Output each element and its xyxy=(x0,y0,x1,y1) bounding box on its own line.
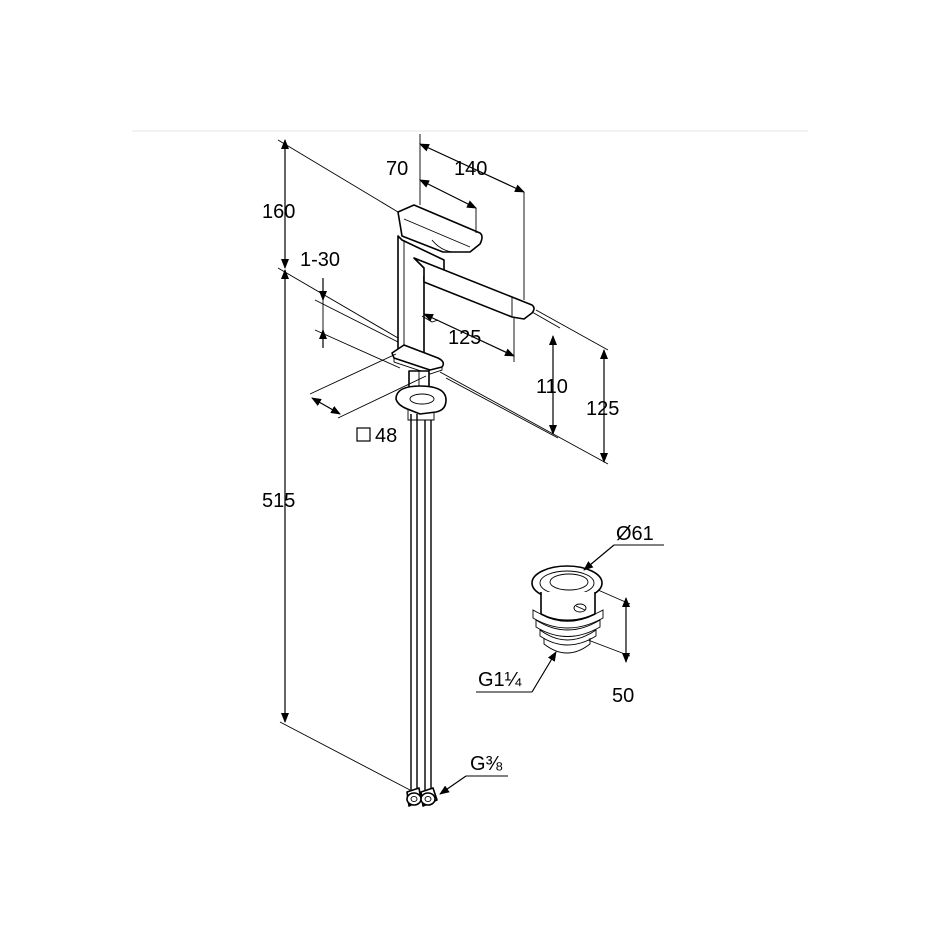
drain-fitting xyxy=(531,565,604,654)
label-125-spout: 125 xyxy=(448,327,481,349)
label-48: 48 xyxy=(375,425,397,447)
base-plate xyxy=(391,344,445,371)
dimension-lines xyxy=(277,134,664,795)
square-symbol xyxy=(356,427,371,442)
spout xyxy=(413,257,535,320)
label-g1-1-4: G1¼ xyxy=(478,669,522,691)
label-70: 70 xyxy=(386,158,408,180)
label-110: 110 xyxy=(536,376,568,398)
label-160: 160 xyxy=(262,201,295,223)
mounting-washer xyxy=(395,385,447,415)
label-diameter-61: Ø61 xyxy=(616,523,654,545)
faucet-column xyxy=(397,235,445,363)
dimension-labels: 70 140 160 1-30 125 110 125 48 515 Ø61 5… xyxy=(262,158,654,775)
label-140: 140 xyxy=(454,158,487,180)
label-125-right: 125 xyxy=(586,398,619,420)
lever-handle xyxy=(397,204,483,253)
faucet xyxy=(391,204,535,807)
label-50: 50 xyxy=(612,685,634,707)
label-1-30: 1-30 xyxy=(300,249,340,271)
label-g3-8: G⅜ xyxy=(470,753,503,775)
label-515: 515 xyxy=(262,490,295,512)
